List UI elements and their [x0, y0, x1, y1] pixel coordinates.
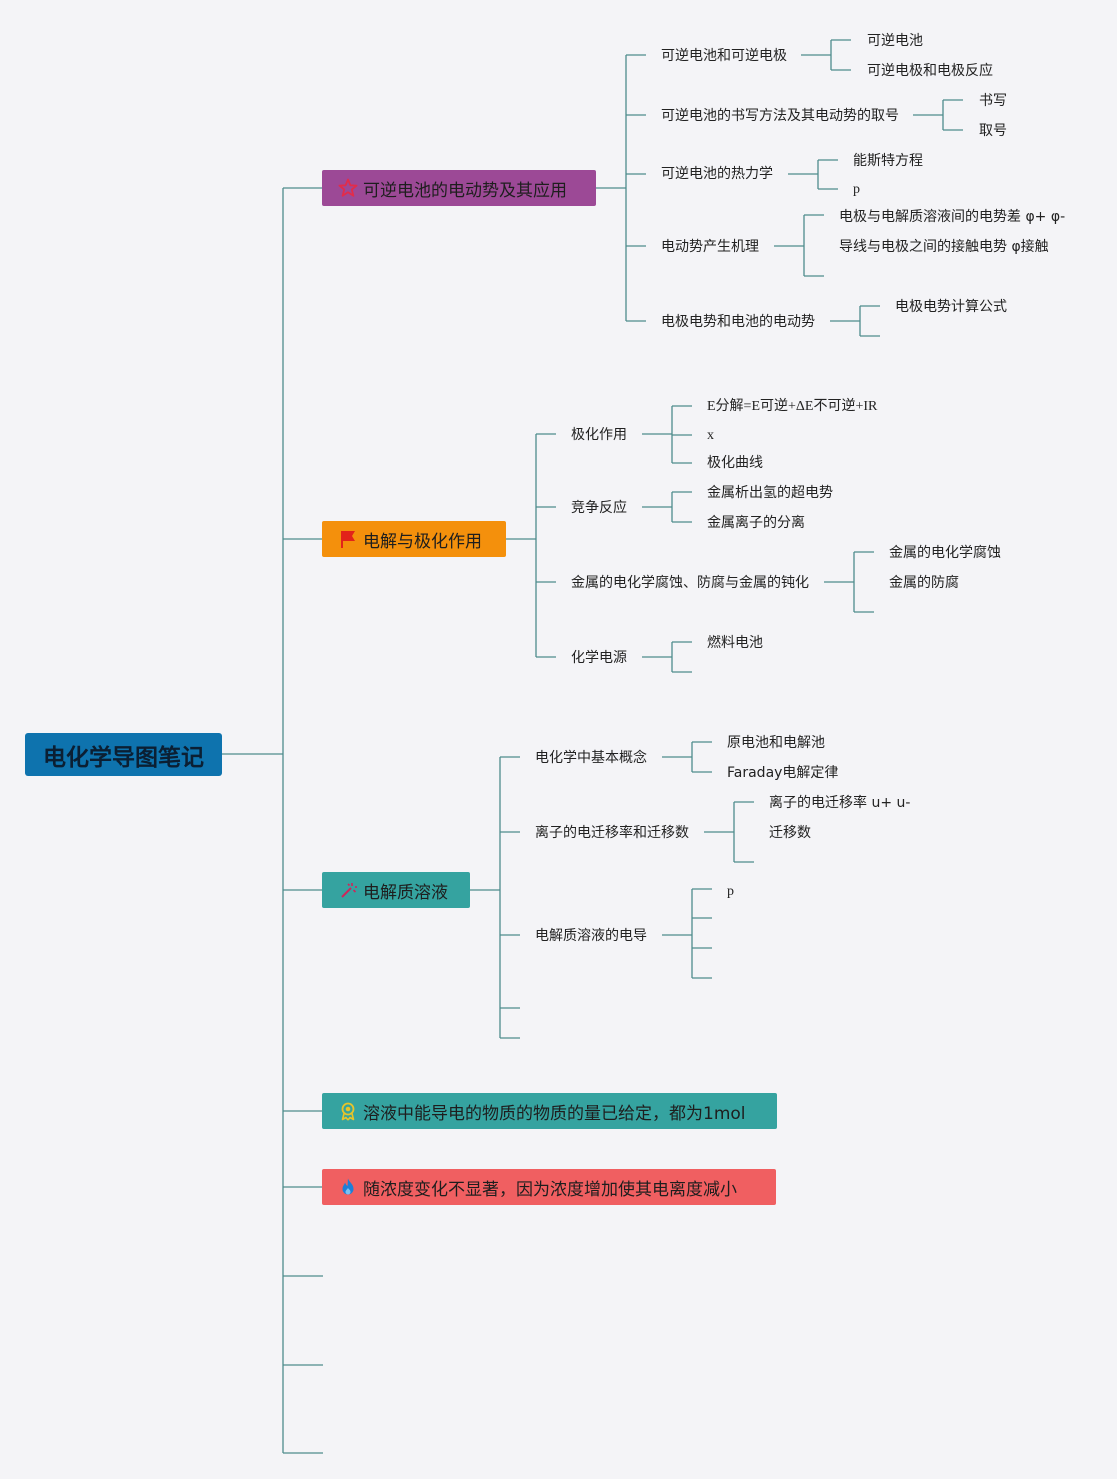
- branch-label: 溶液中能导电的物质的物质的量已给定，都为1mol: [363, 1103, 746, 1124]
- subtopic-faraday-law[interactable]: Faraday电解定律: [727, 765, 839, 781]
- topic-chemical-power-source[interactable]: 化学电源: [571, 650, 627, 666]
- subtopic-p[interactable]: p: [727, 884, 734, 899]
- subtopic-sign[interactable]: 取号: [979, 123, 1007, 139]
- topic-thermodynamics[interactable]: 可逆电池的热力学: [661, 166, 773, 182]
- flag-icon: [338, 529, 358, 549]
- star-icon: [338, 178, 358, 198]
- subtopic-galvanic-electrolytic-cell[interactable]: 原电池和电解池: [727, 735, 825, 751]
- subtopic-writing[interactable]: 书写: [979, 93, 1007, 109]
- subtopic-fuel-cell[interactable]: 燃料电池: [707, 635, 763, 651]
- topic-reversible-cell-electrode[interactable]: 可逆电池和可逆电极: [661, 48, 787, 64]
- branch-label: 电解质溶液: [363, 882, 448, 903]
- topic-emf-mechanism[interactable]: 电动势产生机理: [661, 239, 759, 255]
- branch-note-1mol[interactable]: 溶液中能导电的物质的物质的量已给定，都为1mol: [322, 1093, 777, 1129]
- subtopic-decomposition-formula[interactable]: E分解=E可逆+ΔE不可逆+IR: [707, 399, 878, 414]
- subtopic-electrode-reaction[interactable]: 可逆电极和电极反应: [867, 63, 993, 79]
- subtopic-transference-number[interactable]: 迁移数: [769, 825, 811, 841]
- branch-note-concentration[interactable]: 随浓度变化不显著，因为浓度增加使其电离度减小: [322, 1169, 776, 1205]
- subtopic-ion-mobility-u[interactable]: 离子的电迁移率 u+ u-: [769, 795, 911, 811]
- subtopic-electrochemical-corrosion[interactable]: 金属的电化学腐蚀: [889, 545, 1001, 561]
- wand-icon: [338, 880, 358, 900]
- subtopic-ion-separation[interactable]: 金属离子的分离: [707, 515, 805, 531]
- topic-electrode-potential-emf[interactable]: 电极电势和电池的电动势: [661, 314, 815, 330]
- root-node[interactable]: 电化学导图笔记: [25, 733, 222, 776]
- subtopic-contact-potential[interactable]: 导线与电极之间的接触电势 φ接触: [839, 239, 1049, 255]
- subtopic-potential-formula[interactable]: 电极电势计算公式: [895, 299, 1007, 315]
- subtopic-polarization-curve[interactable]: 极化曲线: [707, 455, 763, 471]
- award-icon: [338, 1101, 358, 1121]
- topic-notation-sign[interactable]: 可逆电池的书写方法及其电动势的取号: [661, 108, 899, 124]
- subtopic-p[interactable]: p: [853, 182, 860, 197]
- branch-electrolyte-solution[interactable]: 电解质溶液: [322, 872, 470, 908]
- branch-label: 随浓度变化不显著，因为浓度增加使其电离度减小: [363, 1179, 737, 1200]
- topic-ion-mobility[interactable]: 离子的电迁移率和迁移数: [535, 825, 689, 841]
- subtopic-electrode-solution-potential[interactable]: 电极与电解质溶液间的电势差 φ+ φ-: [839, 209, 1066, 225]
- subtopic-hydrogen-overpotential[interactable]: 金属析出氢的超电势: [707, 485, 833, 501]
- branch-reversible-battery[interactable]: 可逆电池的电动势及其应用: [322, 170, 596, 206]
- subtopic-x[interactable]: x: [707, 428, 714, 443]
- topic-competing-reactions[interactable]: 竞争反应: [571, 500, 627, 516]
- topic-conductance[interactable]: 电解质溶液的电导: [535, 928, 647, 944]
- topic-polarization[interactable]: 极化作用: [571, 427, 627, 443]
- subtopic-anticorrosion[interactable]: 金属的防腐: [889, 575, 959, 591]
- topic-basic-concepts[interactable]: 电化学中基本概念: [535, 750, 647, 766]
- subtopic-reversible-cell[interactable]: 可逆电池: [867, 33, 923, 49]
- subtopic-nernst-equation[interactable]: 能斯特方程: [853, 153, 923, 169]
- topic-corrosion-passivation[interactable]: 金属的电化学腐蚀、防腐与金属的钝化: [571, 575, 809, 591]
- branch-electrolysis[interactable]: 电解与极化作用: [322, 521, 506, 557]
- branch-label: 可逆电池的电动势及其应用: [363, 180, 567, 201]
- fire-icon: [338, 1177, 358, 1197]
- branch-label: 电解与极化作用: [363, 531, 482, 552]
